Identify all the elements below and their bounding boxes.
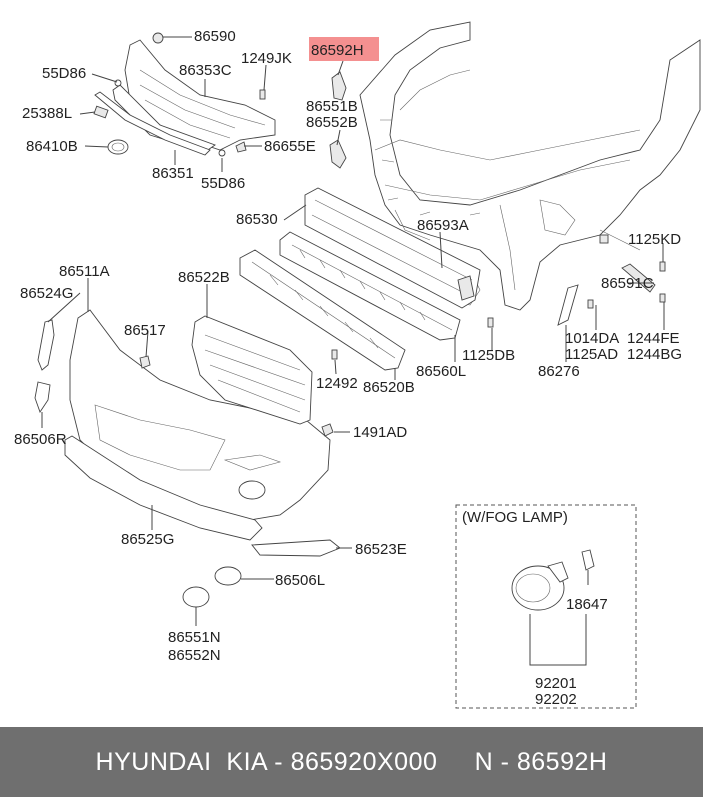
nut-frame <box>599 234 609 244</box>
bracket-86276 <box>557 284 579 326</box>
part-number-footer: HYUNDAI KIA - 865920X000 N - 86592H <box>0 727 703 797</box>
label-86506L: 86506L <box>275 572 325 589</box>
label-86511A: 86511A <box>59 263 110 280</box>
label-86592H: 86592H <box>311 42 364 59</box>
label-1244BG: 1244BG <box>627 346 682 363</box>
label-55D86-lower: 55D86 <box>201 175 245 192</box>
label-86410B: 86410B <box>26 138 78 155</box>
bracket-86591C <box>621 263 656 293</box>
bolt-1014DA <box>587 299 594 309</box>
cover-86506L <box>214 566 242 586</box>
leader-lines <box>41 36 665 626</box>
bolt-1249JK <box>259 89 266 100</box>
cap-86551N <box>182 586 210 608</box>
label-1249JK: 1249JK <box>241 50 292 67</box>
bolt-1125KD <box>659 261 666 272</box>
footer-text: HYUNDAI KIA - 865920X000 N - 86592H <box>95 747 608 776</box>
side-bracket-86524G <box>37 319 55 371</box>
lower-grille-molding <box>94 91 211 156</box>
label-86276: 86276 <box>538 363 580 380</box>
label-25388L: 25388L <box>22 105 72 122</box>
grille-clip-25388L <box>93 105 109 119</box>
label-55D86-upper: 55D86 <box>42 65 86 82</box>
label-86523E: 86523E <box>355 541 407 558</box>
label-12492: 12492 <box>316 375 358 392</box>
clip-86590 <box>152 32 164 44</box>
label-86351: 86351 <box>152 165 194 182</box>
part-labels: 86590 86592H 55D86 86353C 1249JK 25388L … <box>14 28 682 708</box>
exploded-parts-diagram: 86590 86592H 55D86 86353C 1249JK 25388L … <box>14 21 701 709</box>
label-86525G: 86525G <box>121 531 174 548</box>
fog-lamp-92201 <box>511 565 565 611</box>
clip-1491AD <box>321 423 334 437</box>
front-bumper-cover <box>69 309 331 521</box>
label-1125KD: 1125KD <box>628 231 681 248</box>
screw-12492 <box>331 349 338 360</box>
label-86552B: 86552B <box>306 114 358 131</box>
label-86524G: 86524G <box>20 285 73 302</box>
clip-55D86-lower <box>218 149 226 157</box>
upper-grille-assembly <box>93 32 276 157</box>
highlight-86592H <box>309 37 379 61</box>
radiator-support-frame <box>359 21 701 311</box>
label-86353C: 86353C <box>179 62 232 79</box>
bumper-beam <box>304 187 481 309</box>
label-1014DA: 1014DA <box>565 330 619 347</box>
cover-86506R <box>34 381 51 413</box>
bulb-18647 <box>581 549 595 571</box>
label-86522B: 86522B <box>178 269 230 286</box>
label-86506R: 86506R <box>14 431 67 448</box>
label-92202: 92202 <box>535 691 577 708</box>
label-1244FE: 1244FE <box>627 330 680 347</box>
lower-lip-86525G <box>64 435 263 541</box>
bolt-1244FE <box>659 293 666 303</box>
bracket-86592H <box>331 71 347 101</box>
label-1491AD: 1491AD <box>353 424 407 441</box>
label-86551B: 86551B <box>306 98 358 115</box>
label-1125AD: 1125AD <box>565 346 618 363</box>
label-86530: 86530 <box>236 211 278 228</box>
energy-absorber <box>239 249 406 371</box>
garnish-86523E <box>251 539 341 557</box>
bolt-1125DB <box>487 317 494 328</box>
label-86590: 86590 <box>194 28 236 45</box>
clip-86655E <box>235 141 247 153</box>
clip-55D86-upper <box>114 79 122 87</box>
label-86551N: 86551N <box>168 629 221 646</box>
fog-lamp-title: (W/FOG LAMP) <box>462 509 568 526</box>
bracket-86551B <box>329 139 347 169</box>
center-opening <box>94 404 226 471</box>
bumper-brackets <box>329 71 347 169</box>
label-86552N: 86552N <box>168 647 221 664</box>
side-lamp-recess <box>223 454 282 471</box>
label-86560L: 86560L <box>416 363 466 380</box>
clip-86517 <box>139 355 151 369</box>
fog-lamp-hole <box>238 480 266 500</box>
label-86593A: 86593A <box>417 217 469 234</box>
label-86655E: 86655E <box>264 138 316 155</box>
small-parts <box>34 234 666 608</box>
label-86591C: 86591C <box>601 275 654 292</box>
label-18647: 18647 <box>566 596 608 613</box>
fog-lamp-box <box>455 504 637 709</box>
bumper-lower-grille-86522B <box>191 315 313 425</box>
label-1125DB: 1125DB <box>462 347 515 364</box>
label-92201: 92201 <box>535 675 577 692</box>
emblem-86410B <box>107 139 129 155</box>
label-86520B: 86520B <box>363 379 415 396</box>
label-86517: 86517 <box>124 322 166 339</box>
